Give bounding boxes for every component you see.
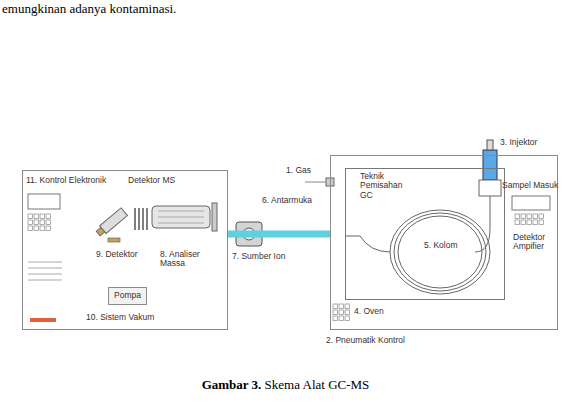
transfer-line [228, 231, 330, 238]
part-label: 10. Sistem Vakum [86, 313, 154, 322]
node-text: 11. Kontrol Elektronik [26, 176, 106, 185]
part-label: 2. Pneumatik Kontrol [326, 336, 405, 345]
part-label: 1. Gas [286, 166, 311, 175]
figure-caption: Gambar 3. Skema Alat GC-MS [0, 378, 571, 392]
part-label: 6. Antarmuka [262, 196, 312, 205]
part-label: Sampel Masuk [502, 181, 558, 190]
part-label: 8. Analiser Massa [160, 250, 205, 269]
part-label: Teknik Pemisahan GC [360, 172, 404, 200]
pump-box: Pompa [108, 287, 147, 305]
part-label: Detektor MS [128, 176, 175, 185]
part-label: 7. Sumber Ion [232, 252, 294, 261]
node-text: 4. Oven [354, 307, 384, 316]
part-label: 3. Injektor [500, 138, 537, 147]
body-text: emungkinan adanya kontaminasi. [2, 2, 176, 16]
node-text: Pompa [109, 288, 146, 303]
node-text: Detektor Ampifier [513, 233, 557, 252]
part-label: 9. Detektor [96, 250, 138, 259]
node-text: 5. Kolom [424, 241, 458, 250]
